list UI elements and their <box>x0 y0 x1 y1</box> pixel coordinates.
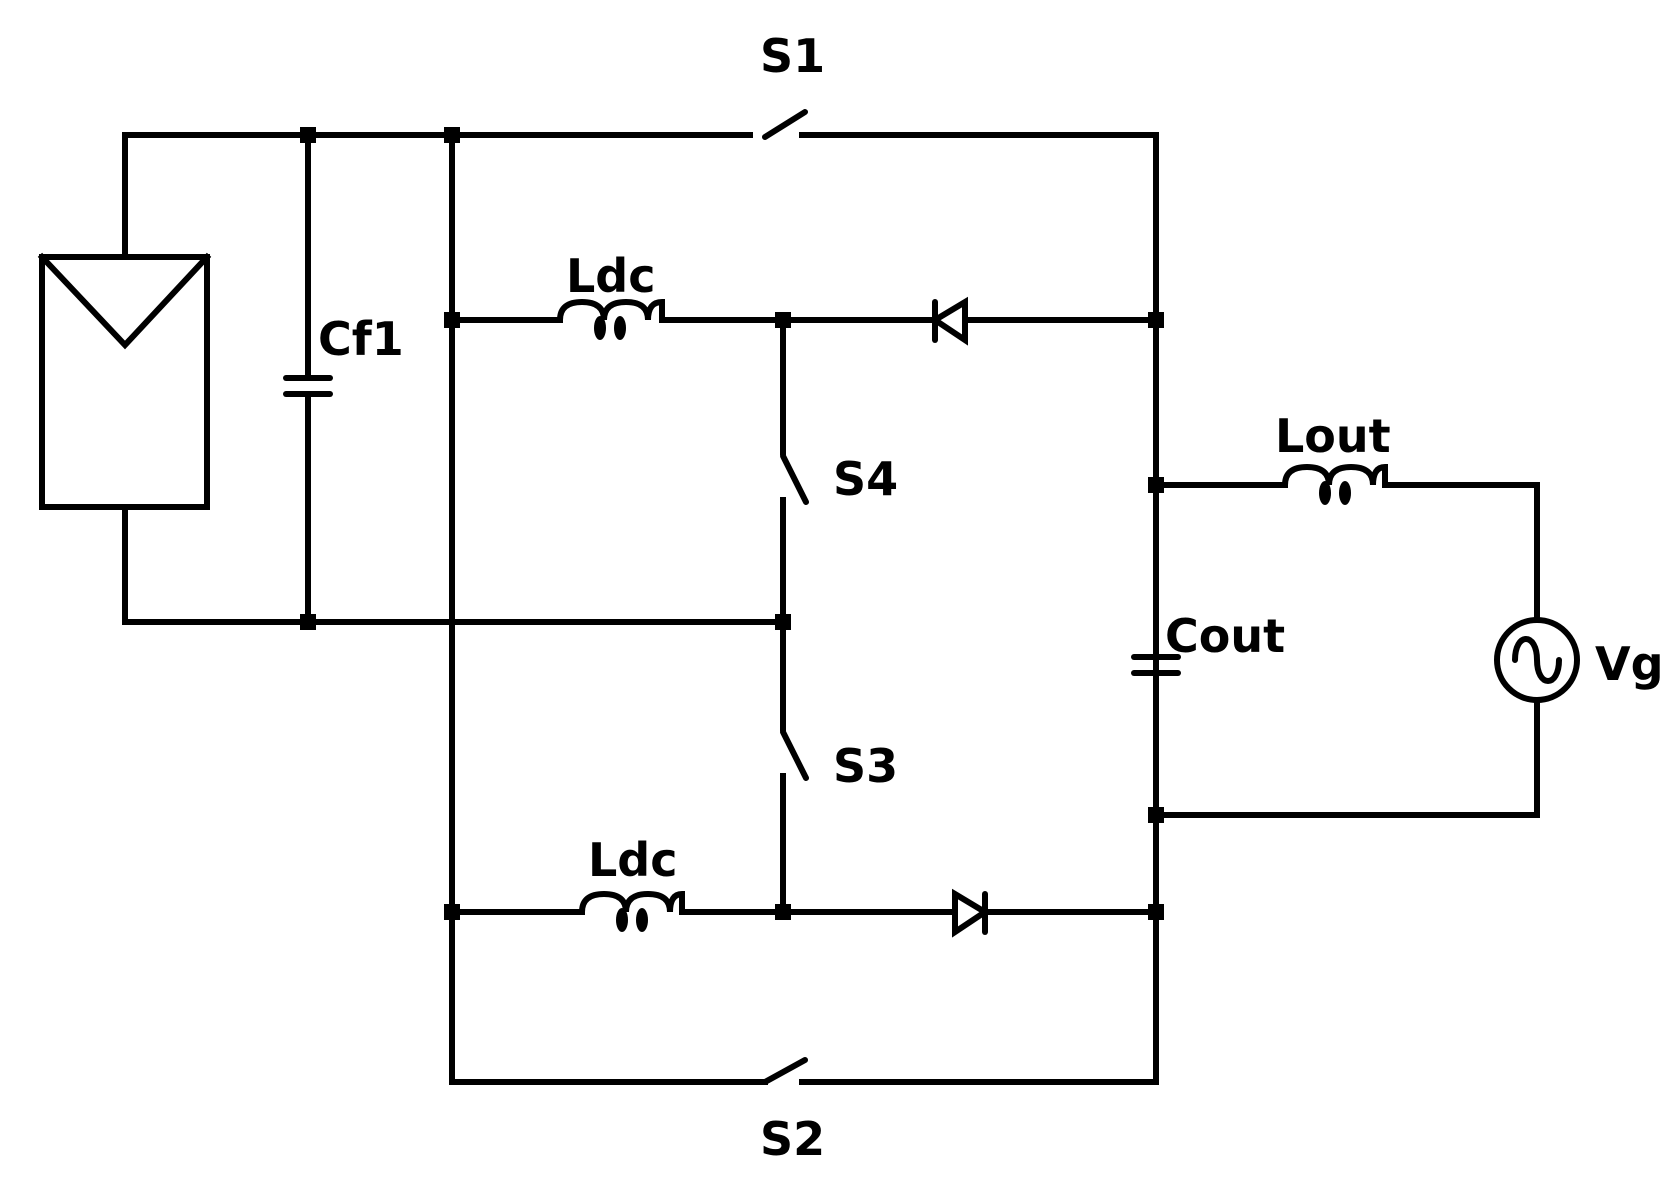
diode-icon <box>952 888 991 938</box>
wire-pv-bottom <box>122 504 783 625</box>
s4-label: S4 <box>833 452 898 506</box>
ac-source-icon <box>1494 617 1580 703</box>
lout-label: Lout <box>1275 409 1391 463</box>
cf1-label: Cf1 <box>318 312 404 366</box>
wire-pv-top <box>122 132 753 260</box>
junction-dots <box>300 127 1164 920</box>
inductor-icon <box>579 890 685 932</box>
diode-icon <box>929 296 968 346</box>
s1-label: S1 <box>760 29 825 83</box>
solar-panel-icon <box>37 252 212 510</box>
inductor-icon <box>1282 463 1388 505</box>
wire-top-right <box>799 132 1159 915</box>
capacitor-icon <box>1131 654 1181 676</box>
switch-icon <box>762 1057 808 1085</box>
s2-label: S2 <box>760 1112 825 1166</box>
inductor-icon <box>557 298 665 340</box>
wire-bottom-right <box>799 909 1159 1085</box>
cout-label: Cout <box>1165 609 1285 663</box>
switch-icon <box>780 453 809 505</box>
capacitor-icon <box>283 375 333 397</box>
wire-lout-right <box>1382 482 1540 623</box>
switch-icon <box>762 109 808 140</box>
ldc-bottom-label: Ldc <box>588 833 678 887</box>
s3-label: S3 <box>833 739 898 793</box>
switch-icon <box>780 729 809 781</box>
vg-label: Vg <box>1595 637 1664 691</box>
ldc-top-label: Ldc <box>566 249 656 303</box>
wire-vg-bottom <box>1153 697 1540 818</box>
